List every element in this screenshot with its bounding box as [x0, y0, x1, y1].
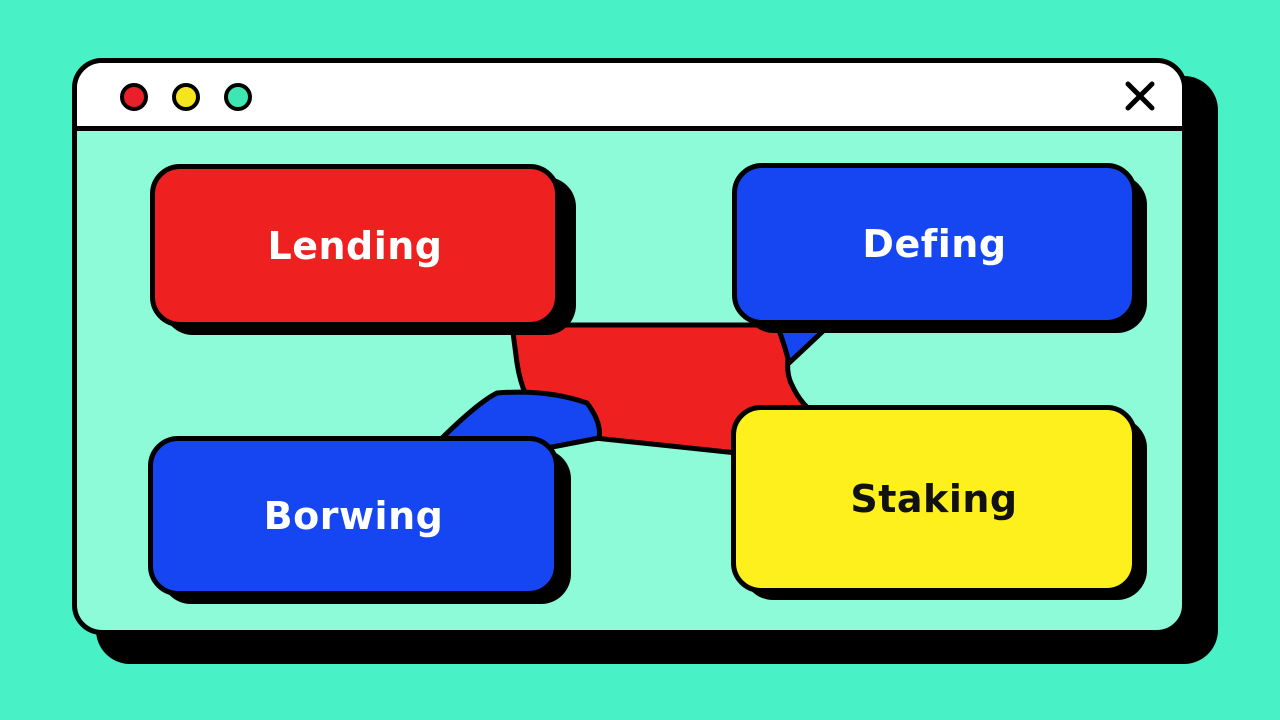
window-maximize-dot[interactable] [224, 83, 252, 111]
window-minimize-dot[interactable] [172, 83, 200, 111]
defing-card[interactable]: Defing [732, 163, 1137, 325]
staking-card[interactable]: Staking [731, 405, 1137, 593]
lending-label: Lending [267, 223, 443, 268]
staking-label: Staking [850, 477, 1018, 521]
lending-card[interactable]: Lending [150, 164, 560, 327]
app-window: Lending Defing Borwing Staking [72, 58, 1187, 635]
borwing-label: Borwing [263, 494, 444, 538]
borwing-card[interactable]: Borwing [148, 436, 559, 596]
window-close-dot[interactable] [120, 83, 148, 111]
defing-label: Defing [862, 222, 1007, 266]
title-bar [77, 63, 1182, 131]
close-icon[interactable] [1120, 76, 1160, 116]
